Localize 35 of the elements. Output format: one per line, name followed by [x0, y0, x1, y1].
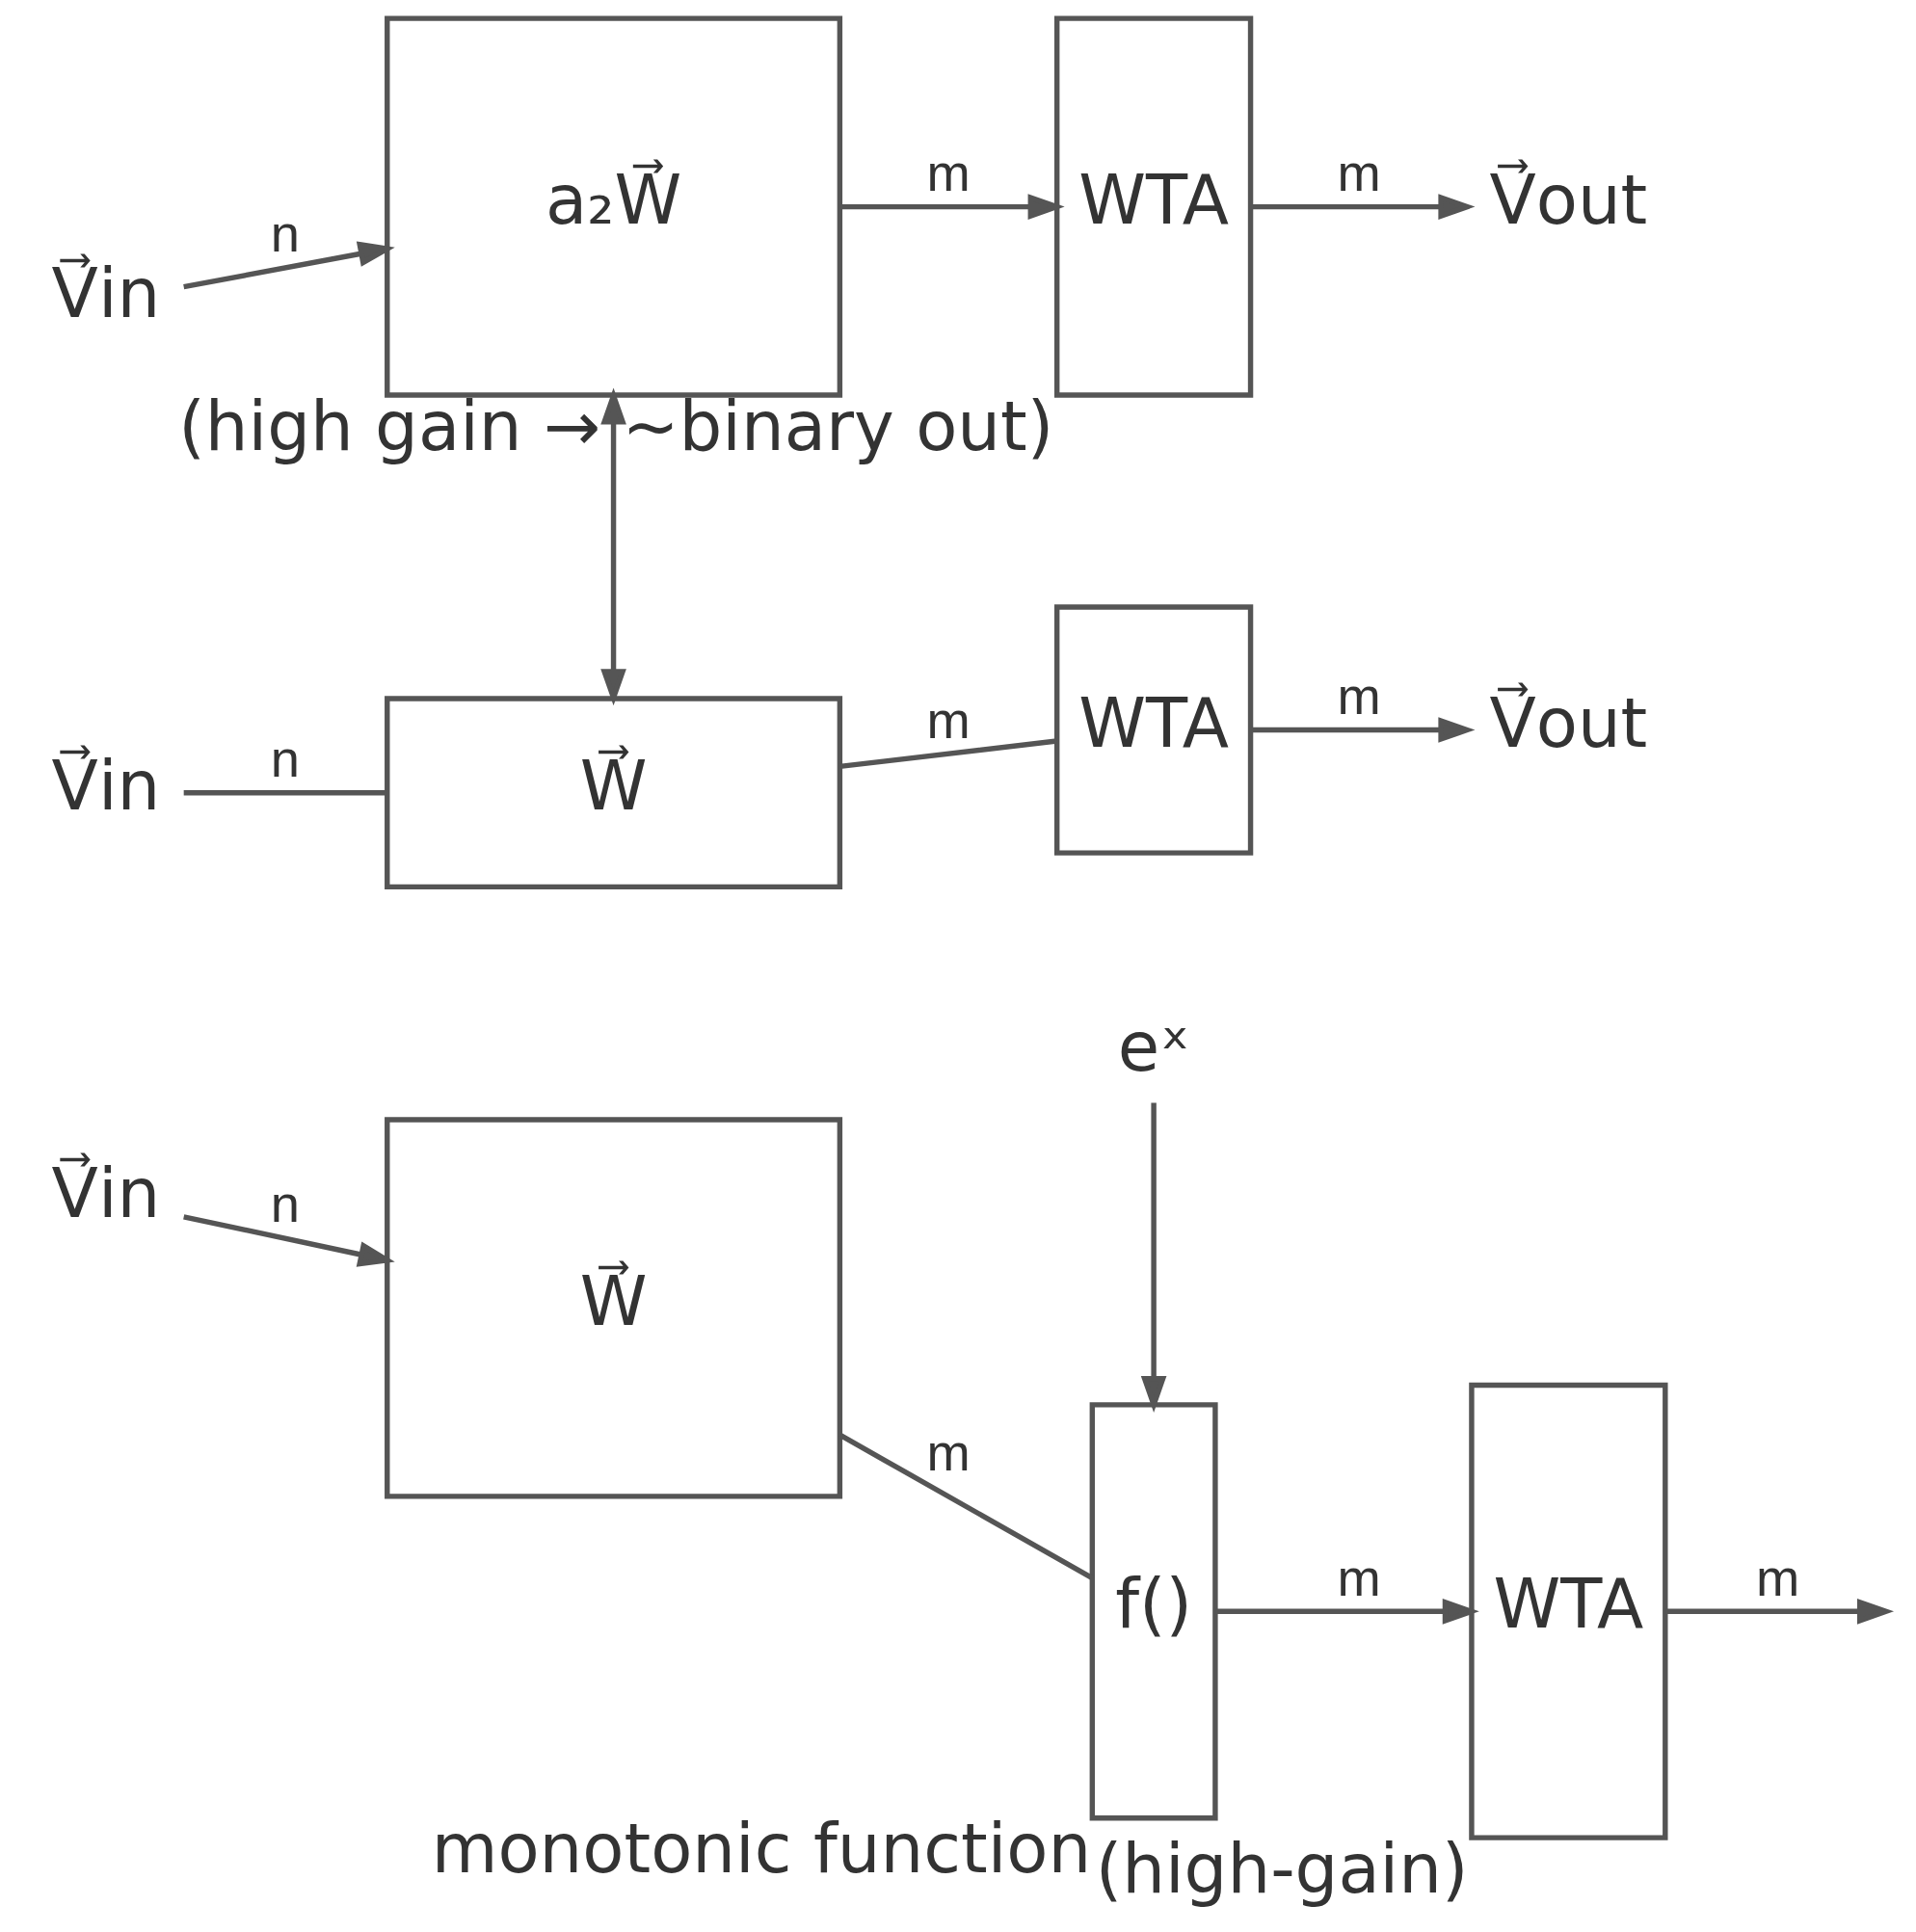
node-box: f(): [1089, 1402, 1218, 1821]
connector: [183, 789, 387, 796]
arrow: [1250, 717, 1475, 743]
node-label: monotonic function: [431, 1809, 1091, 1890]
node-box: WTA: [1053, 604, 1253, 856]
node-text: V⃗out: [1488, 682, 1647, 763]
edge-label: m: [925, 690, 971, 750]
arrow: [839, 194, 1065, 220]
arrow: [1250, 194, 1475, 220]
edge-label: m: [1337, 1548, 1381, 1608]
arrow: [182, 1214, 395, 1267]
node-text: V⃗in: [51, 745, 160, 826]
edge-label: m: [1755, 1548, 1799, 1608]
edge-label: m: [1337, 144, 1381, 203]
arrow: [1140, 1102, 1166, 1413]
arrow: [182, 241, 395, 290]
edge-label: m: [925, 1422, 971, 1482]
edge-label: n: [270, 729, 300, 789]
arrow: [1215, 1599, 1479, 1625]
arrow: [599, 387, 626, 706]
edge-label: n: [270, 203, 300, 263]
edge-label: n: [270, 1174, 300, 1233]
node-text: V⃗in: [51, 1153, 160, 1234]
edge-label: m: [925, 144, 971, 203]
node-box: a₂W⃗: [384, 15, 842, 398]
node-label: (high-gain): [1095, 1828, 1468, 1909]
node-text: eˣ: [1117, 1007, 1189, 1088]
node-box: W⃗: [384, 1117, 842, 1499]
arrow: [1664, 1599, 1894, 1625]
node-text: V⃗in: [51, 253, 160, 334]
edge-label: m: [1337, 667, 1381, 727]
node-box: WTA: [1468, 1382, 1668, 1840]
node-text: V⃗out: [1488, 159, 1647, 240]
node-box: WTA: [1053, 15, 1253, 398]
node-box: W⃗: [384, 696, 842, 890]
